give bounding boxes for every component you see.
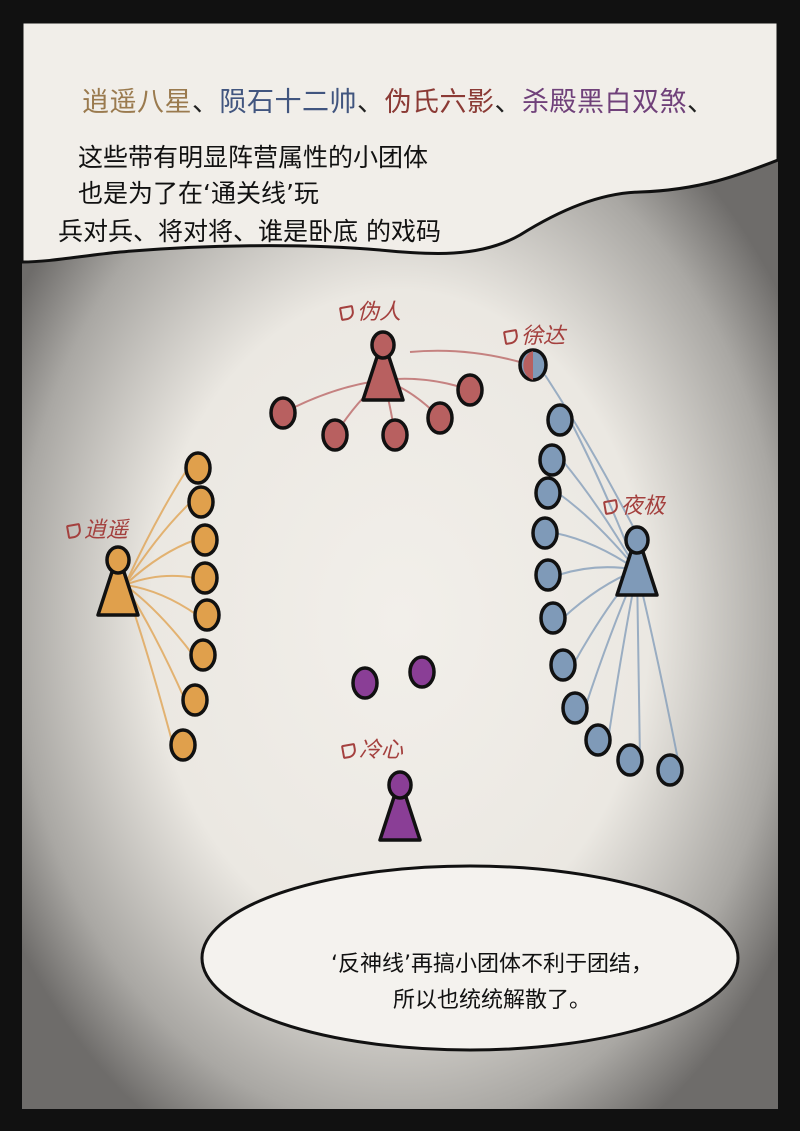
- pawn-ball: [191, 523, 219, 557]
- label-xiaoyao: 逍遥: [67, 512, 128, 544]
- pawn-figure-head: [387, 770, 413, 800]
- faction-name: 、: [192, 87, 220, 118]
- pawn-ball: [189, 638, 217, 672]
- pawn-ball: [656, 753, 684, 787]
- xuda-pawn-half: [523, 351, 533, 380]
- connection-line: [124, 539, 196, 586]
- pawn-ball: [456, 373, 484, 407]
- pawn-ball: [191, 561, 219, 595]
- pawn-ball: [538, 443, 566, 477]
- connection-line: [124, 584, 198, 616]
- pawn-ball: [584, 723, 612, 757]
- connection-line: [124, 501, 192, 586]
- faction-name: 、: [357, 87, 385, 118]
- faction-list: 逍遥八星、陨石十二帅、伪氏六影、杀殿黑白双煞、: [82, 80, 715, 119]
- faction-name: 、: [494, 87, 522, 118]
- label-weiren: 伪人: [340, 294, 401, 326]
- pawn-ball: [534, 476, 562, 510]
- pawn-figure-body: [615, 550, 659, 597]
- faction-name: 杀殿黑白双煞: [522, 87, 687, 118]
- pawn-figure-head: [370, 330, 396, 360]
- label-yeji: 夜极: [604, 488, 665, 520]
- connection-line: [124, 467, 189, 586]
- pawn-figure-body: [378, 795, 422, 842]
- diagram-art: [22, 22, 778, 1052]
- pawn-figure-head: [624, 525, 650, 555]
- faction-name: 伪氏六影: [384, 87, 495, 118]
- pawn-ball: [616, 743, 644, 777]
- pawn-ball: [381, 418, 409, 452]
- bottom-line-2: 所以也统统解散了。: [392, 988, 591, 1013]
- connection-line: [636, 569, 681, 771]
- pawn-figure-head: [105, 545, 131, 575]
- caption-line-2: 也是为了在‘通关线’玩: [78, 179, 319, 208]
- pawn-ball: [321, 418, 349, 452]
- comic-panel: 逍遥八星、陨石十二帅、伪氏六影、杀殿黑白双煞、 这些带有明显阵营属性的小团体 也…: [22, 22, 778, 1109]
- pawn-ball: [561, 691, 589, 725]
- faction-name: 陨石十二帅: [219, 87, 357, 118]
- pawn-ball: [184, 451, 212, 485]
- connection-line: [124, 584, 194, 656]
- faction-name: 逍遥八星: [82, 87, 192, 118]
- bottom-bubble-text: ‘反神线’再搞小团体不利于团结， 所以也统统解散了。: [232, 947, 752, 1019]
- pawn-ball: [549, 648, 577, 682]
- bottom-speech-bubble: [200, 864, 740, 1052]
- pawn-ball: [408, 655, 436, 689]
- pawn-ball: [426, 401, 454, 435]
- connection-line: [124, 574, 196, 586]
- faction-name: 、: [687, 87, 715, 118]
- pawn-figure-body: [361, 355, 405, 402]
- pawn-ball: [539, 601, 567, 635]
- label-xuda: 徐达: [504, 318, 565, 350]
- pawn-ball: [181, 683, 209, 717]
- pawn-ball: [187, 485, 215, 519]
- connection-line: [636, 569, 641, 761]
- pawn-ball: [193, 598, 221, 632]
- pawn-ball: [546, 403, 574, 437]
- pawn-ball: [169, 728, 197, 762]
- connection-line: [409, 349, 521, 363]
- top-caption-bubble: [22, 22, 778, 264]
- bottom-line-1: ‘反神线’再搞小团体不利于团结，: [331, 952, 653, 977]
- pawn-ball: [269, 396, 297, 430]
- pawn-ball: [534, 558, 562, 592]
- pawn-ball: [351, 666, 379, 700]
- pawn-ball: [531, 516, 559, 550]
- caption-line-3: 兵对兵、将对将、谁是卧底 的戏码: [58, 217, 441, 246]
- label-lengxin: 冷心: [342, 732, 403, 764]
- caption-line-1: 这些带有明显阵营属性的小团体: [78, 143, 429, 172]
